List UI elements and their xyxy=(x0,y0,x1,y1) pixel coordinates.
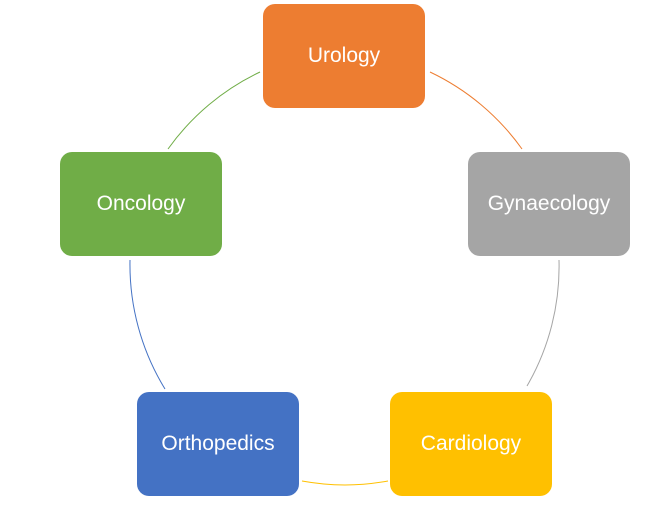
node-cardiology: Cardiology xyxy=(390,392,552,496)
node-gynaecology-label: Gynaecology xyxy=(487,192,611,215)
node-oncology-label: Oncology xyxy=(96,192,186,215)
arc-orthopedics-to-oncology xyxy=(129,259,166,390)
arc-oncology-to-urology xyxy=(167,71,261,150)
arc-urology-to-gynaecology xyxy=(429,71,523,150)
node-orthopedics-label: Orthopedics xyxy=(161,432,275,455)
arc-cardiology-to-orthopedics xyxy=(301,480,389,486)
arc-gynaecology-to-cardiology xyxy=(526,259,560,387)
node-oncology: Oncology xyxy=(60,152,222,256)
node-cardiology-label: Cardiology xyxy=(420,432,522,455)
node-urology-label: Urology xyxy=(307,44,381,67)
node-gynaecology: Gynaecology xyxy=(468,152,630,256)
node-orthopedics: Orthopedics xyxy=(137,392,299,496)
node-urology: Urology xyxy=(263,4,425,108)
